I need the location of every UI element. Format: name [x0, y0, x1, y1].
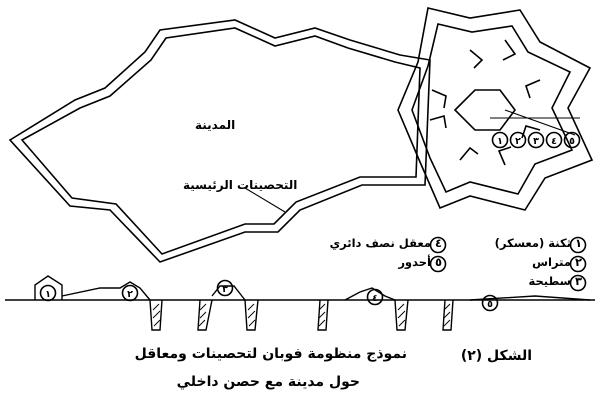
legend-item-semicircular-bastion: ٤ معقل نصف دائري: [329, 236, 442, 250]
section-marker-1: [39, 284, 57, 302]
legend-marker-4: [429, 236, 447, 254]
section-hatching: [152, 303, 451, 327]
section-marker-2-num: ٢: [127, 289, 133, 300]
section-marker-4-num: ٤: [372, 293, 378, 304]
legend-item-terrace: ٣ سطيحة: [528, 274, 582, 288]
citadel-marker-2: [509, 131, 527, 149]
citadel-marker-5-num: ٥: [569, 136, 575, 147]
citadel-marker-4: [545, 131, 563, 149]
legend-item-glacis: ٥ أحدور: [398, 255, 442, 269]
city-wall-outer: [8, 19, 431, 263]
main-walls-label: التحصينات الرئيسية: [183, 178, 298, 192]
citadel-marker-2-num: ٢: [515, 136, 521, 147]
section-marker-3: [216, 279, 234, 297]
caption-line-1: نموذج منظومة فوبان لتحصينات ومعاقل: [134, 346, 407, 362]
section-marker-1-num: ١: [45, 289, 51, 300]
legend-marker-3: [569, 274, 587, 292]
city-label: المدينة: [195, 118, 236, 132]
citadel-outer: [397, 7, 594, 211]
legend-marker-2: [569, 255, 587, 273]
legend-item-barracks: ١ ثكنة (معسكر): [494, 236, 582, 250]
section-marker-4: [366, 288, 384, 306]
section-marker-5-num: ٥: [487, 299, 493, 310]
section-marker-2: [121, 284, 139, 302]
legend-marker-1: [569, 236, 587, 254]
citadel-pointer-lines: [490, 109, 580, 136]
citadel-inner-works: [429, 39, 541, 166]
section-marker-3-num: ٣: [222, 284, 228, 295]
citadel-marker-4-num: ٤: [551, 136, 557, 147]
caption-line-2: حول مدينة مع حصن داخلي: [176, 374, 360, 390]
city-wall-inner: [20, 27, 421, 255]
citadel-marker-5: [563, 131, 581, 149]
section-marker-5: [481, 294, 499, 312]
citadel-marker-1: [491, 131, 509, 149]
citadel-marker-3: [527, 131, 545, 149]
section-profile: [34, 275, 591, 331]
legend-item-rampart: ٢ متراس: [532, 255, 582, 269]
figure-label: الشكل (٢): [460, 348, 532, 364]
citadel-marker-3-num: ٣: [533, 136, 539, 147]
citadel-marker-1-num: ١: [497, 136, 503, 147]
citadel-inner: [411, 23, 574, 195]
legend-marker-5: [429, 255, 447, 273]
walls-leader-line: [244, 187, 286, 213]
